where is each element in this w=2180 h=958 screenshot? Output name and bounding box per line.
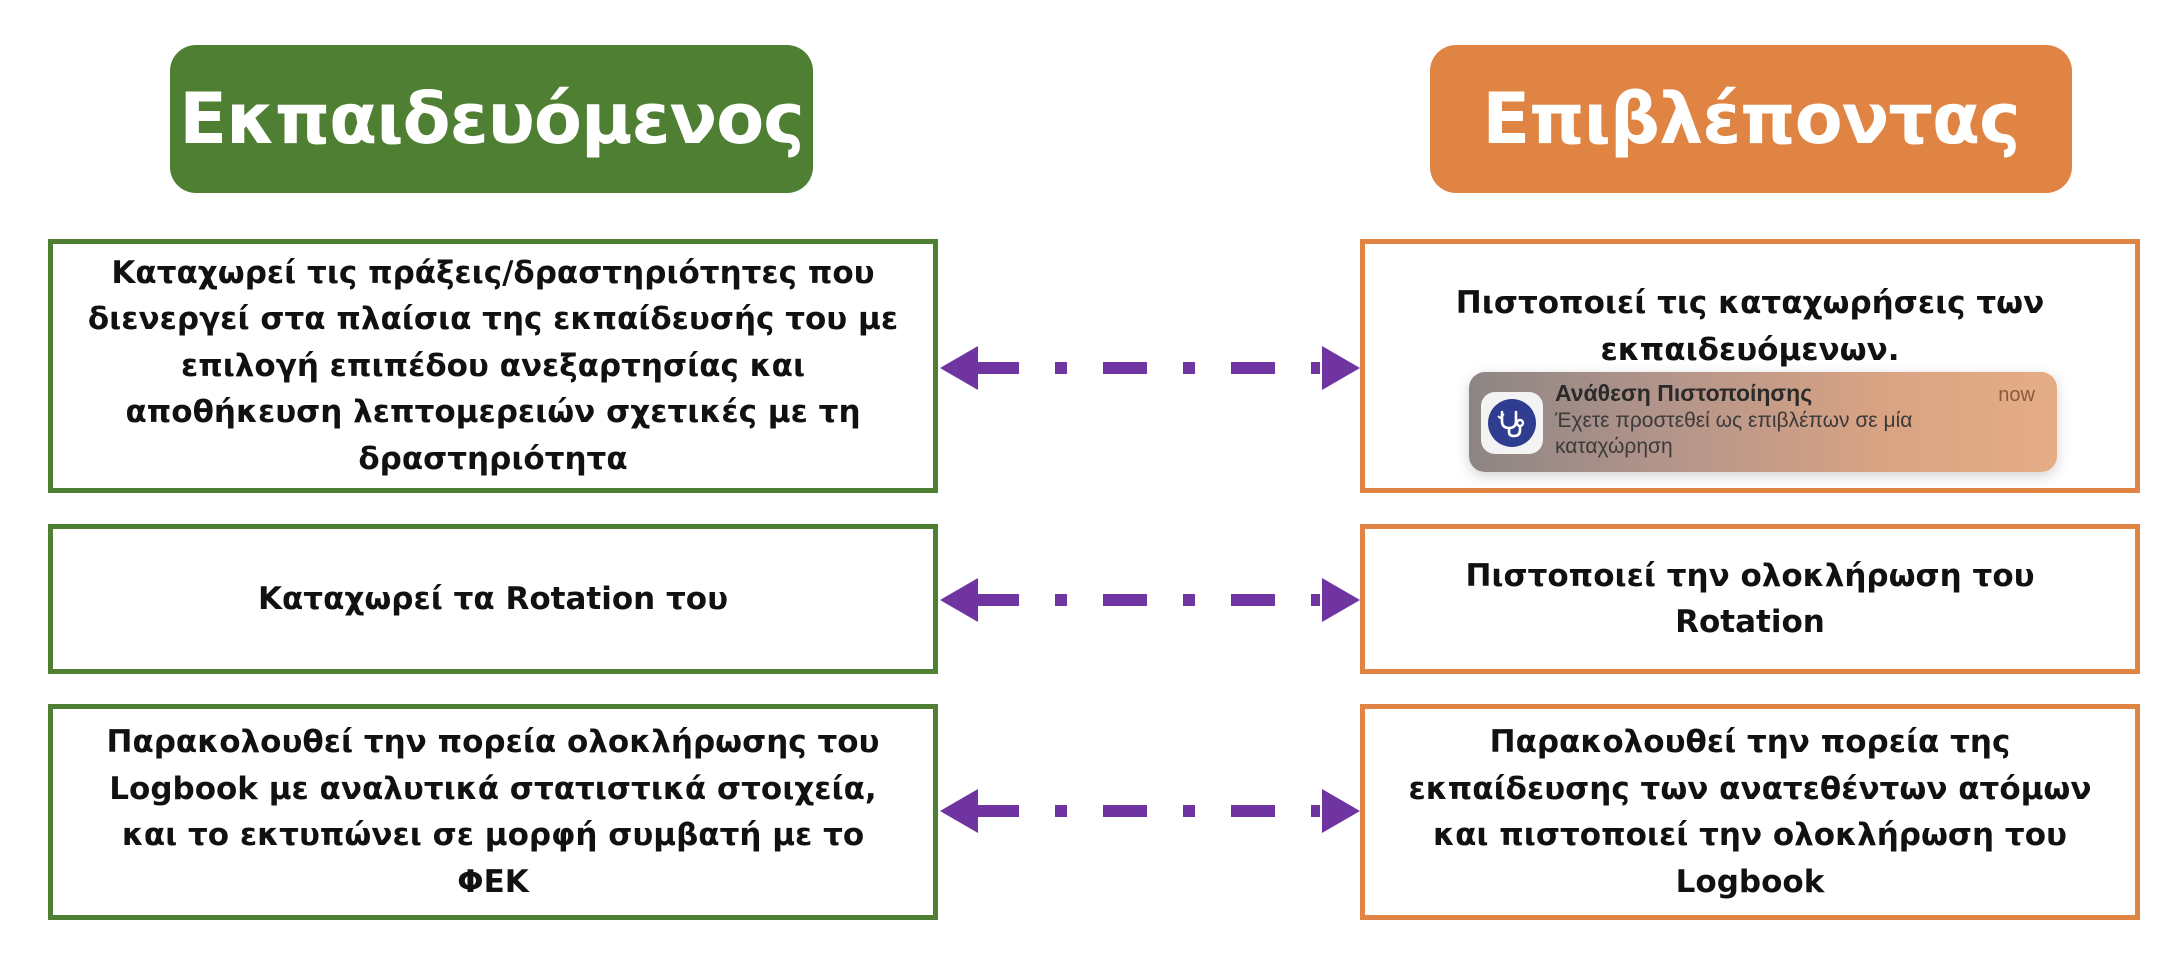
trainee-box-logbook: Παρακολουθεί την πορεία ολοκλήρωσης του … bbox=[48, 704, 938, 920]
supervisor-box-logbook: Παρακολουθεί την πορεία της εκπαίδευσης … bbox=[1360, 704, 2140, 920]
trainee-item-text: Παρακολουθεί την πορεία ολοκλήρωσης του … bbox=[106, 724, 880, 900]
supervisor-title: Επιβλέποντας bbox=[1482, 78, 2020, 160]
trainee-header: Εκπαιδευόμενος bbox=[170, 45, 813, 193]
supervisor-box-certify-rotation: Πιστοποιεί την ολοκλήρωση του Rotation bbox=[1360, 524, 2140, 674]
notification-time: now bbox=[1998, 384, 2035, 406]
connector-row1 bbox=[940, 346, 1360, 390]
connector-row3 bbox=[940, 789, 1360, 833]
trainee-title: Εκπαιδευόμενος bbox=[179, 78, 804, 160]
supervisor-item-text: Πιστοποιεί την ολοκλήρωση του Rotation bbox=[1465, 557, 2035, 641]
supervisor-header: Επιβλέποντας bbox=[1430, 45, 2072, 193]
stethoscope-icon bbox=[1488, 399, 1536, 447]
notification-body: Έχετε προστεθεί ως επιβλέπων σε μία κατα… bbox=[1555, 409, 1913, 458]
trainee-box-activities: Καταχωρεί τις πράξεις/δραστηριότητες που… bbox=[48, 239, 938, 493]
trainee-item-text: Καταχωρεί τα Rotation του bbox=[257, 580, 729, 617]
notification-title: Ανάθεση Πιστοποίησης bbox=[1555, 380, 1813, 406]
trainee-box-rotation: Καταχωρεί τα Rotation του bbox=[48, 524, 938, 674]
supervisor-item-text: Πιστοποιεί τις καταχωρήσεις των εκπαιδευ… bbox=[1455, 285, 2045, 368]
trainee-item-text: Καταχωρεί τις πράξεις/δραστηριότητες που… bbox=[87, 254, 899, 477]
notification-card[interactable]: Ανάθεση Πιστοποίησης now Έχετε προστεθεί… bbox=[1469, 372, 2057, 472]
supervisor-item-text: Παρακολουθεί την πορεία της εκπαίδευσης … bbox=[1408, 724, 2092, 900]
connector-row2 bbox=[940, 578, 1360, 622]
app-icon bbox=[1481, 392, 1543, 454]
